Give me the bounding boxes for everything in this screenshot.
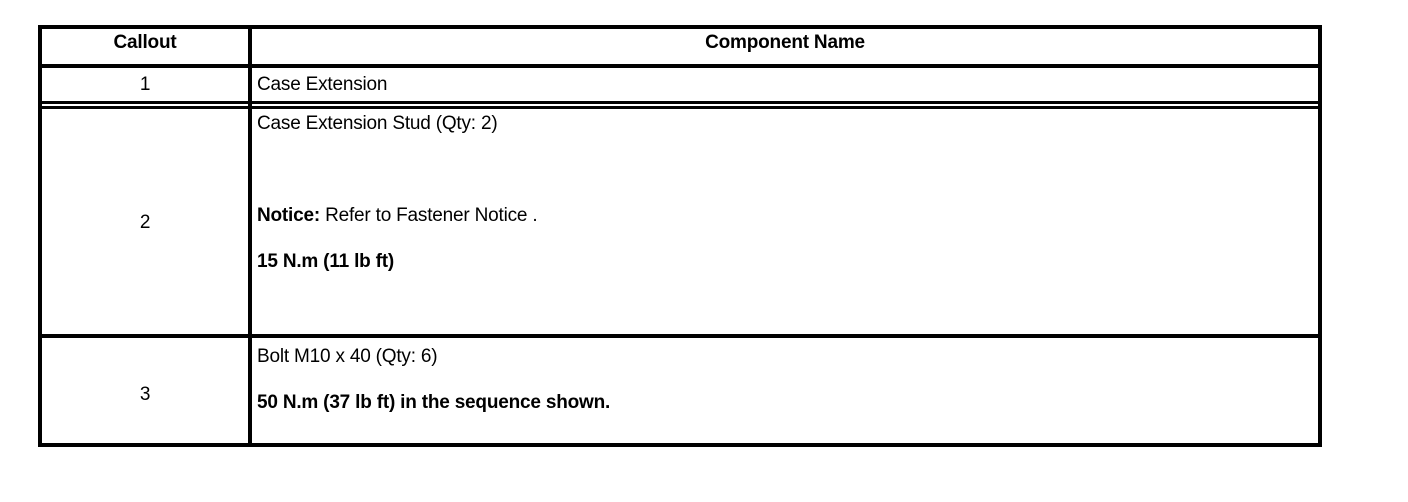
component-part-label: Case Extension [257, 74, 388, 95]
torque-spec: 50 N.m (37 lb ft) in the sequence shown. [257, 392, 611, 413]
callout-number: 1 [139, 74, 151, 95]
notice-label: Notice: [257, 205, 320, 226]
notice-body: Refer to Fastener Notice . [320, 205, 538, 226]
table-row: 3 [42, 383, 248, 406]
callout-number: 3 [139, 384, 151, 405]
line-spacer [257, 368, 1318, 391]
table-row2-rule [38, 334, 1322, 338]
table-row1-rule-lower [38, 106, 1322, 109]
component-name-cell: Case Extension Stud (Qty: 2) Notice: Ref… [252, 112, 1318, 273]
component-part-label: Case Extension Stud (Qty: 2) [257, 113, 498, 134]
header-cell-component-name: Component Name [252, 31, 1318, 54]
component-part-label: Bolt M10 x 40 (Qty: 6) [257, 346, 438, 367]
header-label-component-name: Component Name [705, 32, 865, 53]
notice-line: Notice: Refer to Fastener Notice . [257, 204, 1318, 227]
component-name-cell: Bolt M10 x 40 (Qty: 6) 50 N.m (37 lb ft)… [252, 345, 1318, 414]
header-cell-callout: Callout [42, 31, 248, 54]
torque-spec: 15 N.m (11 lb ft) [257, 251, 395, 272]
table-header-rule [38, 64, 1322, 68]
callout-number: 2 [139, 212, 151, 233]
table-row: 1 [42, 73, 248, 96]
component-name-cell: Case Extension [252, 73, 1318, 96]
header-label-callout: Callout [113, 32, 177, 53]
line-spacer [257, 227, 1318, 250]
table-row1-rule-upper [38, 101, 1322, 104]
table-row: 2 [42, 211, 248, 234]
line-spacer [257, 135, 1318, 204]
